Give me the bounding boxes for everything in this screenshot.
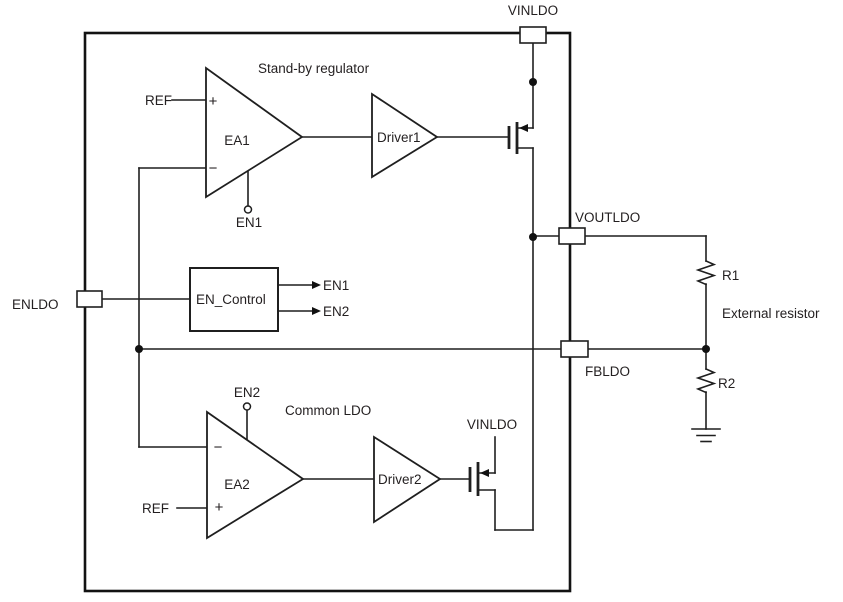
junction-dot-feedback bbox=[135, 345, 143, 353]
section-common-label: Common LDO bbox=[285, 403, 371, 418]
chip-boundary bbox=[83, 31, 572, 593]
ea1-triangle bbox=[205, 66, 304, 199]
resistor-r2 bbox=[695, 367, 717, 394]
en1-out-label: EN1 bbox=[323, 278, 349, 293]
en2-stub-label: EN2 bbox=[234, 385, 260, 400]
ref-top-label: REF bbox=[145, 93, 172, 108]
en-control-label: EN_Control bbox=[196, 292, 266, 307]
en-control-block bbox=[189, 267, 279, 332]
wires bbox=[101, 42, 707, 531]
en2-terminal-icon bbox=[242, 402, 252, 411]
ea2-plus-sign: + bbox=[215, 499, 224, 516]
ea1-plus-sign: + bbox=[209, 93, 218, 110]
pin-voutldo-label: VOUTLDO bbox=[575, 210, 640, 225]
pin-vinldo-label: VINLDO bbox=[508, 3, 558, 18]
pin-fbldo-label: FBLDO bbox=[585, 364, 630, 379]
driver1-label: Driver1 bbox=[377, 130, 421, 145]
junction-dot-vout bbox=[529, 233, 537, 241]
pin-vinldo bbox=[519, 26, 547, 44]
en2-out-label: EN2 bbox=[323, 304, 349, 319]
ref-bottom-label: REF bbox=[142, 501, 169, 516]
ea2-triangle bbox=[206, 410, 305, 540]
en2-arrowhead-icon bbox=[312, 307, 321, 315]
mosfet2 bbox=[468, 462, 496, 496]
vinldo-internal-label: VINLDO bbox=[467, 417, 517, 432]
driver1-triangle bbox=[371, 92, 439, 179]
section-standby-label: Stand-by regulator bbox=[258, 61, 370, 76]
r1-label: R1 bbox=[722, 268, 739, 283]
en1-stub-label: EN1 bbox=[236, 215, 262, 230]
external-resistor-label: External resistor bbox=[722, 306, 820, 321]
driver2-triangle bbox=[373, 435, 442, 524]
en1-arrowhead-icon bbox=[312, 281, 321, 289]
pin-voutldo bbox=[558, 227, 586, 245]
ea2-label: EA2 bbox=[224, 477, 250, 492]
pin-enldo bbox=[76, 290, 103, 308]
ground-icon bbox=[691, 428, 721, 443]
mosfet1 bbox=[507, 122, 534, 154]
mosfet1-arrow-icon bbox=[519, 124, 528, 132]
pin-fbldo bbox=[560, 340, 589, 358]
mosfet2-arrow-icon bbox=[480, 469, 489, 477]
ea1-label: EA1 bbox=[224, 133, 250, 148]
driver2-label: Driver2 bbox=[378, 472, 422, 487]
pin-enldo-label: ENLDO bbox=[12, 297, 59, 312]
junction-dot-divider bbox=[702, 345, 710, 353]
ea2-minus-sign: − bbox=[214, 439, 223, 456]
resistor-r1 bbox=[695, 259, 717, 286]
en1-terminal-icon bbox=[243, 205, 253, 214]
junction-dot-vinldo bbox=[529, 78, 537, 86]
ea1-minus-sign: − bbox=[209, 160, 218, 177]
r2-label: R2 bbox=[718, 376, 735, 391]
